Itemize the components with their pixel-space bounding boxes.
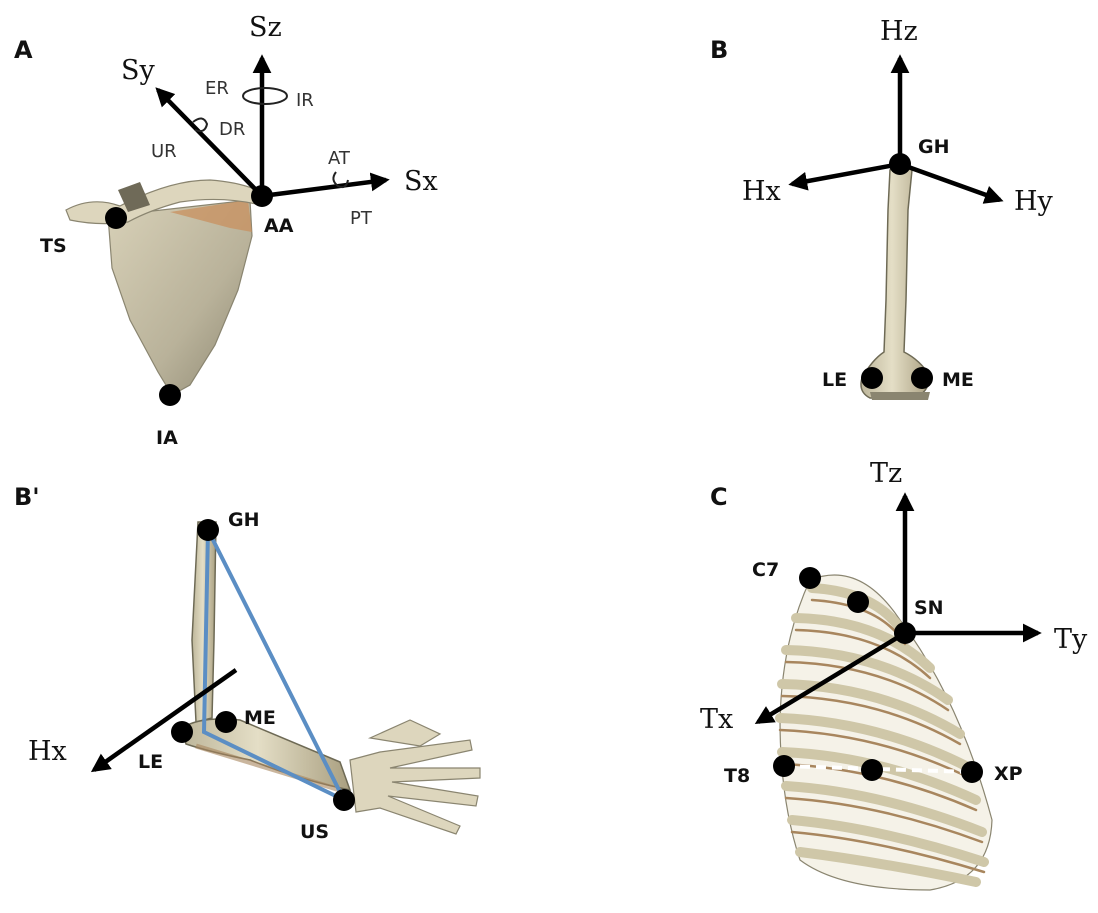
panel-a: A Sz Sy Sx ER IR DR UR AT PT AA TS IA bbox=[14, 12, 438, 449]
landmark-ia-label: IA bbox=[156, 427, 178, 449]
axis-hx-arrow bbox=[792, 164, 900, 184]
landmark-ts-marker bbox=[105, 207, 127, 229]
panel-b-letter: B bbox=[710, 36, 728, 64]
landmark-le-prime-label: LE bbox=[138, 751, 163, 773]
landmark-t8-marker bbox=[773, 755, 795, 777]
axis-tz-label: Tz bbox=[870, 458, 902, 489]
landmark-le-label: LE bbox=[822, 369, 847, 391]
landmark-le-marker bbox=[861, 367, 883, 389]
landmark-t8-label: T8 bbox=[724, 765, 750, 787]
landmark-aa-marker bbox=[251, 185, 273, 207]
landmark-mid-marker bbox=[861, 759, 883, 781]
panel-c-letter: C bbox=[710, 483, 728, 511]
landmark-c7-marker bbox=[799, 567, 821, 589]
panel-c: C bbox=[700, 458, 1088, 890]
landmark-ia-marker bbox=[159, 384, 181, 406]
axis-hx-prime-label: Hx bbox=[28, 736, 67, 767]
axis-hz-label: Hz bbox=[880, 16, 918, 47]
landmark-xp-marker bbox=[961, 761, 983, 783]
landmark-c7-label: C7 bbox=[752, 559, 779, 581]
rotation-at-label: AT bbox=[328, 148, 351, 169]
landmark-c7-secondary-marker bbox=[847, 591, 869, 613]
landmark-xp-label: XP bbox=[994, 763, 1023, 785]
panel-b-prime: B' Hx GH ME LE US bbox=[14, 483, 480, 843]
axis-sz-label: Sz bbox=[249, 12, 282, 43]
landmark-gh-label: GH bbox=[918, 136, 950, 158]
ribcage-illustration bbox=[780, 575, 992, 890]
panel-a-letter: A bbox=[14, 36, 33, 64]
axis-ty-label: Ty bbox=[1054, 624, 1088, 655]
rotation-er-label: ER bbox=[205, 78, 229, 99]
rotation-er-ir-icon bbox=[243, 88, 287, 104]
axis-sx-arrow bbox=[262, 180, 386, 196]
axis-hy-arrow bbox=[900, 164, 1000, 200]
scapula-illustration bbox=[66, 180, 262, 395]
panel-b-prime-letter: B' bbox=[14, 483, 40, 511]
rotation-pt-label: PT bbox=[350, 208, 373, 229]
landmark-sn-marker bbox=[894, 622, 916, 644]
landmark-me-label: ME bbox=[942, 369, 974, 391]
axis-sx-label: Sx bbox=[404, 166, 438, 197]
axis-hy-label: Hy bbox=[1014, 186, 1054, 217]
axis-sy-label: Sy bbox=[121, 55, 155, 86]
landmark-le-prime-marker bbox=[171, 721, 193, 743]
humerus-illustration bbox=[861, 165, 930, 400]
axis-hx-label: Hx bbox=[742, 176, 781, 207]
landmark-me-prime-label: ME bbox=[244, 707, 276, 729]
landmark-me-marker bbox=[911, 367, 933, 389]
panel-b: B Hz Hx Hy GH LE ME bbox=[710, 16, 1054, 400]
landmark-ts-label: TS bbox=[40, 235, 67, 257]
landmark-us-marker bbox=[333, 789, 355, 811]
landmark-gh-prime-label: GH bbox=[228, 509, 260, 531]
rotation-ir-label: IR bbox=[296, 90, 314, 111]
axis-tx-label: Tx bbox=[700, 704, 733, 735]
landmark-gh-marker bbox=[889, 153, 911, 175]
landmark-sn-label: SN bbox=[914, 597, 944, 619]
rotation-dr-label: DR bbox=[219, 119, 245, 140]
landmark-aa-label: AA bbox=[264, 215, 294, 237]
landmark-gh-prime-marker bbox=[197, 519, 219, 541]
landmark-me-prime-marker bbox=[215, 711, 237, 733]
landmark-us-label: US bbox=[300, 821, 329, 843]
rotation-ur-label: UR bbox=[151, 141, 177, 162]
